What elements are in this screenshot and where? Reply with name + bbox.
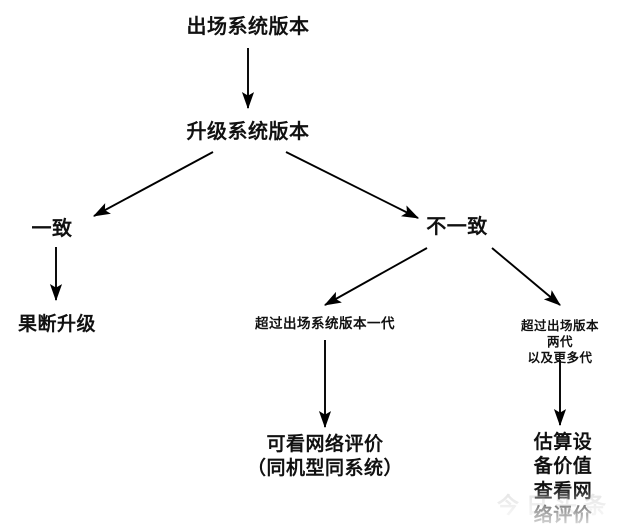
arrow-n2-to-n3 xyxy=(92,151,214,217)
watermark-text: 今日头条 xyxy=(496,494,614,519)
node-n2: 升级系统版本 xyxy=(186,119,310,143)
node-n4: 不一致 xyxy=(426,214,488,238)
node-n8: 可看网络评价（同机型同系统） xyxy=(247,432,403,481)
node-n5: 果断升级 xyxy=(17,313,97,335)
arrow-n2-to-n4 xyxy=(285,151,420,219)
node-n6: 超过出场系统版本一代 xyxy=(255,316,395,332)
node-n1: 出场系统版本 xyxy=(186,14,310,38)
node-n8-line: 可看网络评价 xyxy=(266,433,384,455)
node-n8-line: （同机型同系统） xyxy=(246,457,404,480)
arrow-n4-to-n6 xyxy=(324,247,428,306)
node-n9-line: 估算设备价值 xyxy=(533,431,593,478)
arrow-n4-to-n7 xyxy=(491,247,561,306)
node-n7: 超过出场版本两代以及更多代 xyxy=(520,318,600,366)
node-n3: 一致 xyxy=(31,216,73,240)
node-n7-line: 超过出场版本两代 xyxy=(520,318,599,349)
node-n7-line: 以及更多代 xyxy=(527,350,593,365)
